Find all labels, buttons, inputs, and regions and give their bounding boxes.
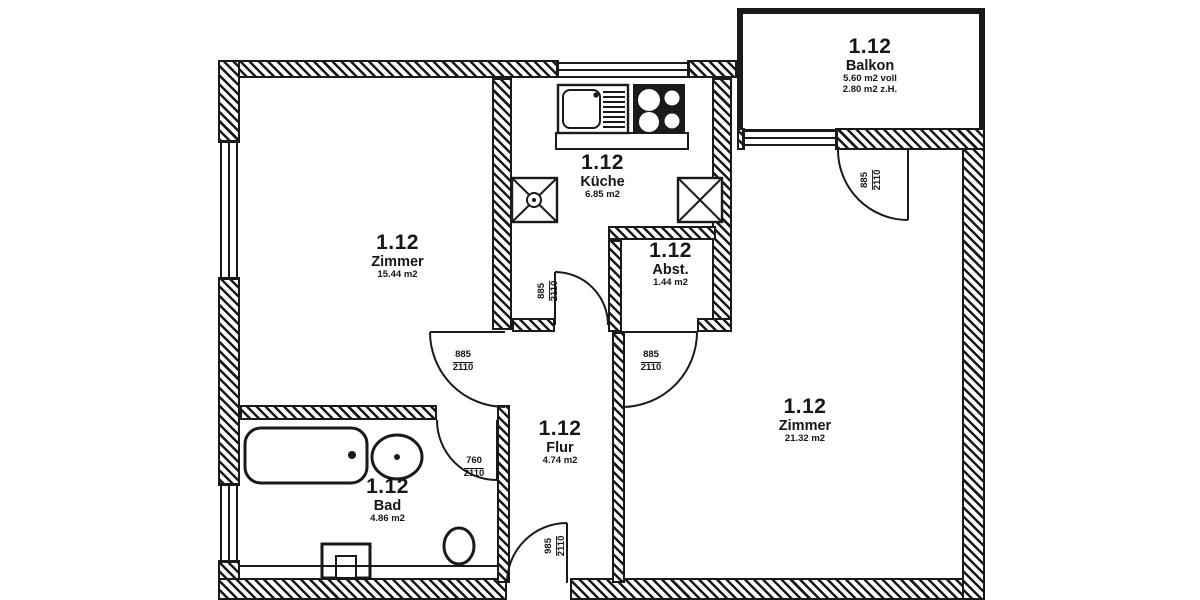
room-label-balkon: 1.12 Balkon 5.60 m2 voll 2.80 m2 z.H. (795, 35, 945, 95)
wall-bottom-right (570, 578, 985, 600)
door-label-kueche: 885 2110 (536, 271, 561, 311)
room-id: 1.12 (366, 475, 409, 498)
room-label-zimmer-left: 1.12 Zimmer 15.44 m2 (330, 231, 465, 281)
door-height: 2110 (556, 535, 567, 557)
wall-right-exterior (962, 128, 985, 600)
stove (633, 84, 685, 134)
washing-machine (320, 542, 372, 580)
window-bad (218, 483, 240, 563)
door-height: 2110 (549, 280, 560, 302)
wall-flur-right (612, 332, 625, 583)
balcony-wall-right (979, 8, 985, 128)
room-id: 1.12 (783, 395, 827, 418)
room-name: Zimmer (371, 253, 424, 270)
door-label-zimmer-right: 885 2110 (631, 349, 671, 374)
door-label-bad: 760 2110 (455, 455, 493, 480)
room-name: Abst. (652, 261, 689, 278)
bathtub (243, 426, 369, 485)
door-width: 885 (859, 170, 873, 190)
wall-abst-top (608, 226, 716, 240)
door-height: 2110 (872, 169, 883, 191)
toilet (442, 526, 476, 566)
room-id: 1.12 (649, 239, 692, 262)
room-id: 1.12 (376, 231, 419, 254)
wall-bottom-left (218, 578, 507, 600)
room-id: 1.12 (848, 35, 892, 58)
wall-bad-top (240, 405, 437, 420)
door-label-balkon: 885 2110 (859, 160, 884, 200)
balcony-wall-left (737, 8, 743, 128)
room-label-kueche: 1.12 Küche 6.85 m2 (550, 151, 655, 201)
door-height: 2110 (640, 361, 662, 373)
door-width: 885 (453, 349, 473, 363)
window-kueche (556, 60, 690, 78)
room-id: 1.12 (581, 151, 624, 174)
door-width: 885 (641, 349, 661, 363)
room-area-half: 2.80 m2 z.H. (842, 83, 898, 95)
room-area: 21.32 m2 (784, 433, 826, 445)
room-name: Zimmer (778, 417, 832, 434)
door-height: 2110 (452, 361, 474, 373)
door-label-entrance: 985 2110 (543, 526, 568, 566)
balcony-wall-top (737, 8, 985, 14)
room-label-bad: 1.12 Bad 4.86 m2 (330, 475, 445, 525)
door-height: 2110 (463, 467, 485, 479)
washbasin (370, 433, 424, 481)
room-id: 1.12 (538, 417, 582, 440)
window-zimmer-left (218, 140, 240, 280)
wall-kitchen-left (492, 78, 512, 330)
wall-abst-bottom (697, 318, 732, 332)
wall-flur-left (497, 405, 510, 583)
room-label-abst: 1.12 Abst. 1.44 m2 (628, 239, 713, 289)
room-area-full: 5.60 m2 voll (843, 73, 897, 85)
wall-kitchen-right (712, 78, 732, 330)
wall-abst-left (608, 240, 622, 332)
room-name: Flur (546, 439, 574, 456)
door-width: 885 (536, 281, 550, 301)
room-area: 4.86 m2 (370, 513, 405, 525)
room-area: 4.74 m2 (542, 455, 578, 467)
room-name: Küche (580, 173, 625, 190)
door-width: 985 (543, 536, 557, 556)
room-label-flur: 1.12 Flur 4.74 m2 (514, 417, 606, 467)
door-label-zimmer-left: 885 2110 (443, 349, 483, 374)
door-arc-kueche (554, 271, 609, 326)
room-name: Balkon (845, 57, 895, 74)
kitchen-counter (555, 132, 689, 150)
room-area: 6.85 m2 (585, 189, 620, 201)
room-area: 1.44 m2 (653, 277, 688, 289)
wall-kitchen-bottom (512, 318, 555, 332)
window-balcony (742, 128, 838, 150)
room-area: 15.44 m2 (377, 269, 418, 281)
door-width: 760 (464, 455, 484, 469)
room-name: Bad (373, 497, 402, 514)
kitchen-sink (556, 83, 630, 135)
room-label-zimmer-right: 1.12 Zimmer 21.32 m2 (740, 395, 870, 445)
